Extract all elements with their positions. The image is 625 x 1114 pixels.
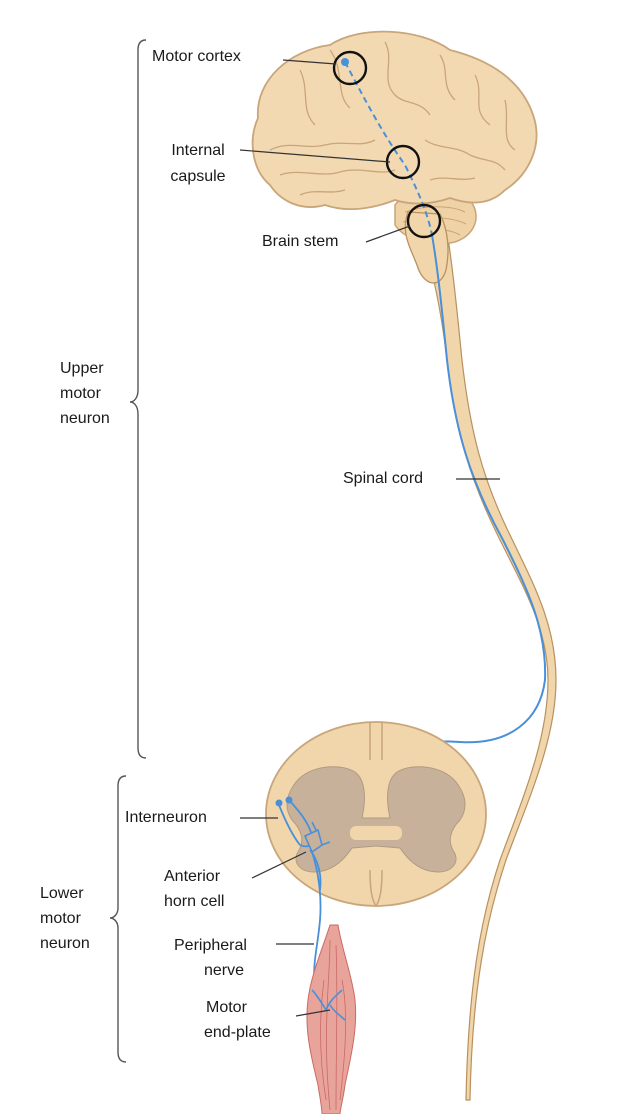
upper-motor-neuron-path xyxy=(344,61,433,236)
anterior-fissure xyxy=(369,723,383,908)
end-plate-branches xyxy=(311,989,346,1021)
label-peripheral-nerve-line2: nerve xyxy=(204,962,245,979)
label-upper-motor-neuron-line1: Upper xyxy=(60,360,104,377)
leader-motor-cortex xyxy=(282,59,337,65)
label-anterior-horn-line1: Anterior xyxy=(164,868,221,885)
label-motor-end-plate-line1: Motor xyxy=(206,999,247,1016)
cerebrum xyxy=(251,30,538,210)
central-commissure xyxy=(350,826,402,840)
label-lower-motor-neuron-line2: motor xyxy=(40,910,81,927)
descending-tract xyxy=(278,234,547,806)
interneuron-body-2 xyxy=(285,796,293,804)
label-brain-stem: Brain stem xyxy=(262,233,339,250)
label-motor-cortex: Motor cortex xyxy=(152,48,241,65)
label-internal-capsule-line2: capsule xyxy=(170,168,226,185)
brain-stem-shape xyxy=(404,211,449,284)
leader-motor-end-plate xyxy=(295,1009,331,1017)
label-peripheral-nerve-line1: Peripheral xyxy=(174,937,247,954)
interneuron-body xyxy=(275,799,283,807)
leader-internal-capsule xyxy=(239,149,391,163)
label-upper-motor-neuron-line2: motor xyxy=(60,385,101,402)
gray-matter xyxy=(286,766,466,873)
label-lower-motor-neuron-line1: Lower xyxy=(40,885,84,902)
label-interneuron: Interneuron xyxy=(125,809,207,826)
anterior-horn-cell xyxy=(303,821,331,854)
leader-anterior-horn xyxy=(251,851,307,879)
interneuron-shape xyxy=(278,799,322,891)
brain-stem-marker xyxy=(406,203,442,239)
motor-cortex-neuron-body xyxy=(341,58,349,66)
spinal-cord-shape xyxy=(417,224,557,1101)
upper-motor-neuron-bracket xyxy=(129,39,147,759)
label-internal-capsule-line1: Internal xyxy=(171,142,225,159)
muscle xyxy=(306,924,357,1114)
leader-brain-stem xyxy=(365,225,411,243)
label-spinal-cord: Spinal cord xyxy=(343,470,424,487)
label-upper-motor-neuron-line3: neuron xyxy=(60,410,110,427)
lower-motor-neuron-bracket xyxy=(109,775,127,1063)
label-lower-motor-neuron-line3: neuron xyxy=(40,935,90,952)
label-motor-end-plate-line2: end-plate xyxy=(204,1024,271,1041)
motor-cortex-marker xyxy=(332,50,368,86)
label-anterior-horn-line2: horn cell xyxy=(164,893,225,910)
